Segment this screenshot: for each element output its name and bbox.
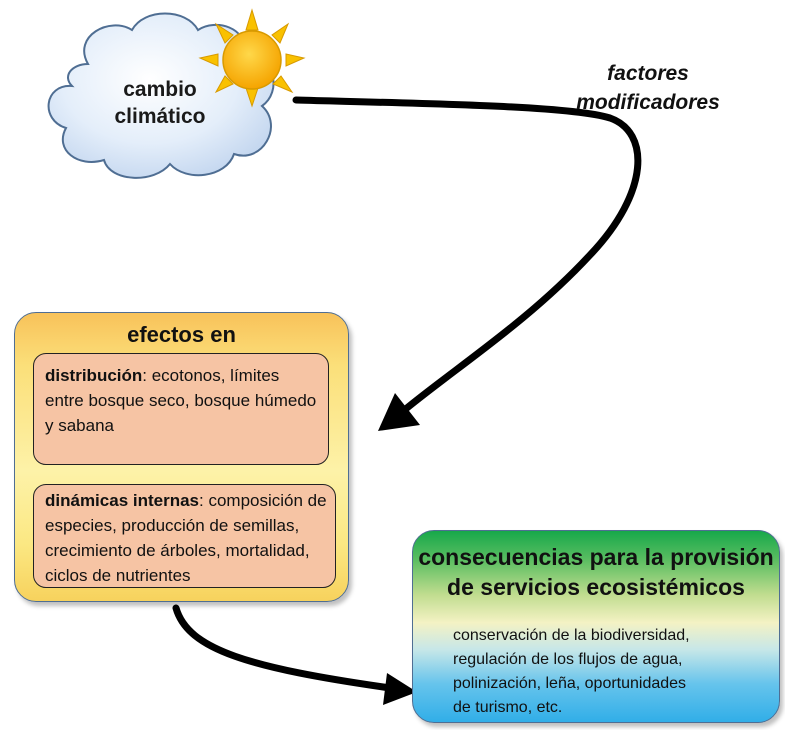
effects-box: efectos en distribución: ecotonos, límit… (14, 312, 349, 602)
dynamics-term: dinámicas internas (45, 491, 200, 510)
services-line: polinización, leña, oportunidades (453, 675, 687, 692)
arrow-effects-to-services (172, 604, 417, 705)
dynamics-box: dinámicas internas: composición de espec… (33, 484, 336, 588)
distribution-box: distribución: ecotonos, límites entre bo… (33, 353, 329, 465)
services-line: de turismo, etc. (453, 699, 563, 716)
services-list: conservación de la biodiversidad, regula… (453, 624, 773, 720)
services-title-line1: consecuencias para la provisión (418, 544, 774, 570)
arrow-label-line2: modificadores (576, 91, 720, 114)
sun-icon (198, 8, 306, 108)
effects-title: efectos en (127, 322, 236, 347)
arrow-label: factores modificadores (548, 59, 748, 117)
services-line: regulación de los flujos de agua, (453, 651, 683, 668)
services-line: conservación de la biodiversidad, (453, 627, 690, 644)
services-box: consecuencias para la provisión de servi… (412, 530, 780, 723)
arrow-climate-to-effects (292, 96, 642, 431)
dynamics-text: : composición de especies, producción de… (45, 491, 327, 585)
cloud-label-line1: cambio (123, 78, 197, 101)
arrow-label-line1: factores (607, 62, 689, 85)
distribution-text: : ecotonos, límites entre bosque seco, b… (45, 366, 317, 435)
cloud-label: cambio climático (100, 76, 220, 130)
services-title-line2: de servicios ecosistémicos (447, 574, 745, 600)
services-title: consecuencias para la provisión de servi… (413, 542, 779, 602)
cloud-label-line2: climático (114, 105, 206, 128)
distribution-term: distribución (45, 366, 143, 385)
